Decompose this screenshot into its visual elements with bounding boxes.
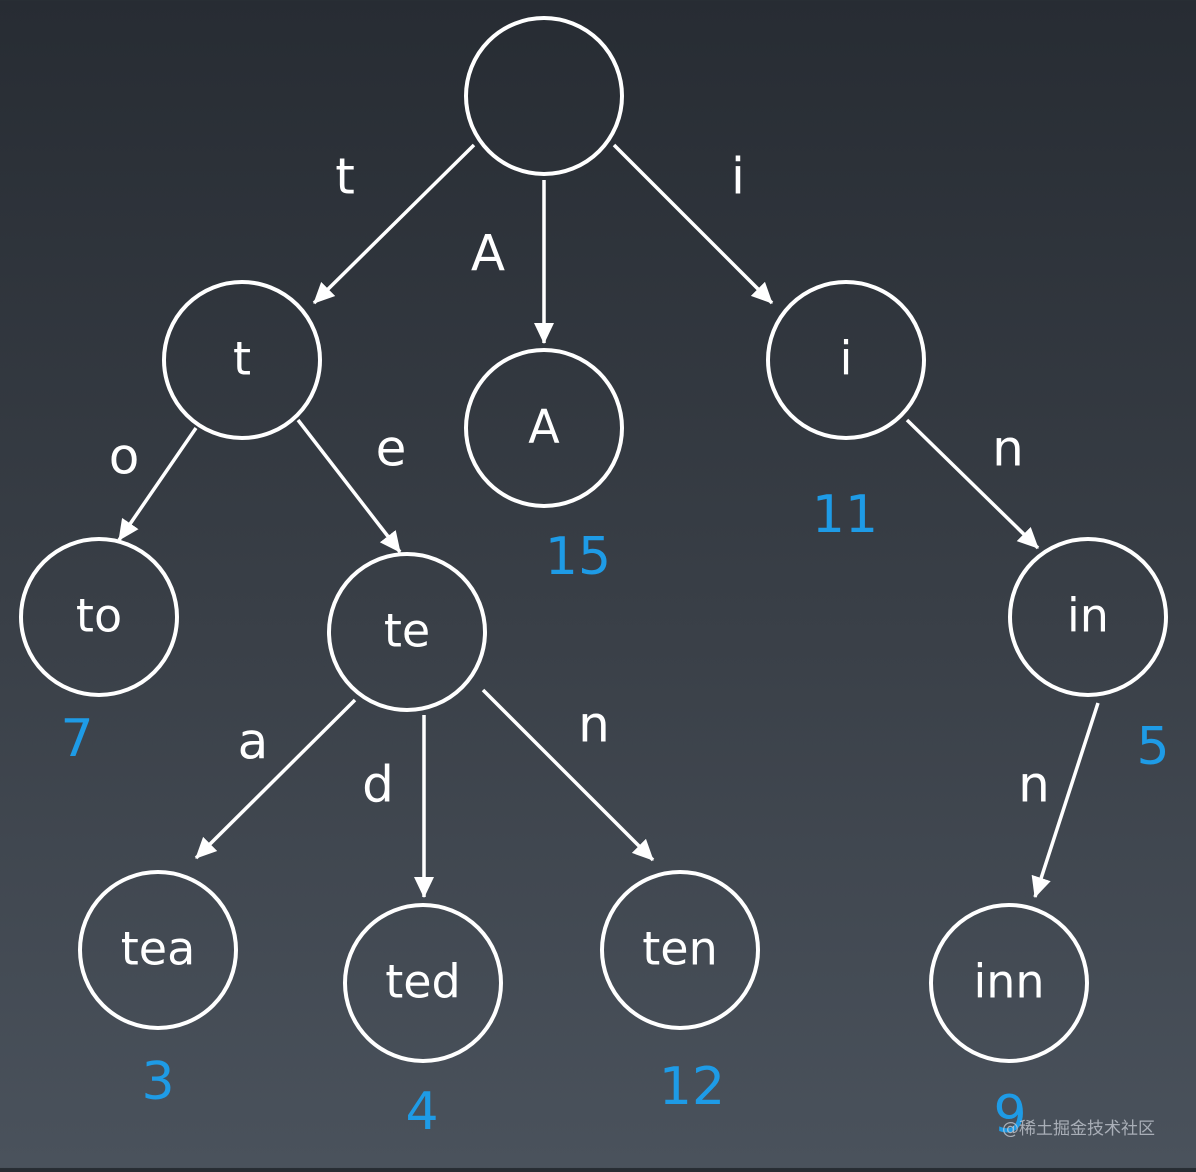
node-circle-tea: [78, 870, 238, 1030]
node-value-ted: 4: [405, 1082, 438, 1142]
node-label-tea: tea: [121, 922, 196, 976]
node-circle-inn: [929, 903, 1089, 1063]
node-label-t: t: [233, 332, 251, 386]
node-value-i: 11: [812, 485, 878, 545]
node-circle-in: [1008, 537, 1168, 697]
trie-node-root: [464, 16, 624, 176]
edge-label-in-inn: n: [1018, 756, 1050, 814]
node-label-in: in: [1067, 589, 1109, 643]
node-label-te: te: [384, 604, 430, 658]
watermark-text: @稀土掘金技术社区: [1002, 1119, 1155, 1139]
edge-arrow-root-t: [312, 143, 476, 305]
node-circle-t: [162, 280, 322, 440]
trie-node-A: A: [464, 348, 624, 508]
values-layer: 15 11 7 5 3 4 12 9: [60, 485, 1169, 1145]
edge-label-te-ten: n: [578, 696, 610, 754]
node-label-A: A: [528, 400, 560, 454]
trie-node-i: i: [766, 280, 926, 440]
node-value-tea: 3: [141, 1052, 174, 1112]
node-circle-te: [327, 552, 487, 712]
trie-node-to: to: [19, 537, 179, 697]
trie-node-inn: inn: [929, 903, 1089, 1063]
edge-arrow-root-i: [612, 143, 774, 305]
edge-arrow-i-in: [905, 418, 1040, 550]
trie-node-te: te: [327, 552, 487, 712]
node-label-inn: inn: [973, 955, 1044, 1009]
node-label-i: i: [840, 332, 853, 386]
node-value-ten: 12: [659, 1057, 725, 1117]
edge-label-te-ted: d: [362, 756, 394, 814]
trie-node-ted: ted: [343, 903, 503, 1063]
edge-label-root-t: t: [335, 148, 355, 206]
edge-label-t-te: e: [376, 420, 407, 478]
node-circle-A: [464, 348, 624, 508]
node-circle-i: [766, 280, 926, 440]
node-circle-root: [464, 16, 624, 176]
trie-node-t: t: [162, 280, 322, 440]
node-label-to: to: [76, 589, 122, 643]
node-label-ten: ten: [642, 922, 718, 976]
edge-arrow-t-te: [296, 418, 402, 554]
node-value-to: 7: [60, 709, 93, 769]
edge-arrow-te-tea: [194, 698, 357, 860]
node-value-in: 5: [1136, 717, 1169, 777]
edge-label-root-A: A: [471, 225, 505, 283]
trie-node-ten: ten: [600, 870, 760, 1030]
node-label-ted: ted: [385, 955, 461, 1009]
trie-node-in: in: [1008, 537, 1168, 697]
edge-label-root-i: i: [731, 148, 745, 206]
node-value-A: 15: [545, 527, 611, 587]
edge-label-i-in: n: [992, 420, 1024, 478]
edge-arrow-in-inn: [1031, 702, 1100, 898]
trie-node-tea: tea: [78, 870, 238, 1030]
node-circle-ten: [600, 870, 760, 1030]
edge-label-te-tea: a: [238, 713, 269, 771]
edge-arrow-te-ten: [481, 688, 655, 862]
node-circle-to: [19, 537, 179, 697]
node-circle-ted: [343, 903, 503, 1063]
edge-label-t-to: o: [109, 428, 140, 486]
node-value-inn: 9: [993, 1085, 1026, 1145]
edge-arrow-t-to: [117, 427, 198, 541]
